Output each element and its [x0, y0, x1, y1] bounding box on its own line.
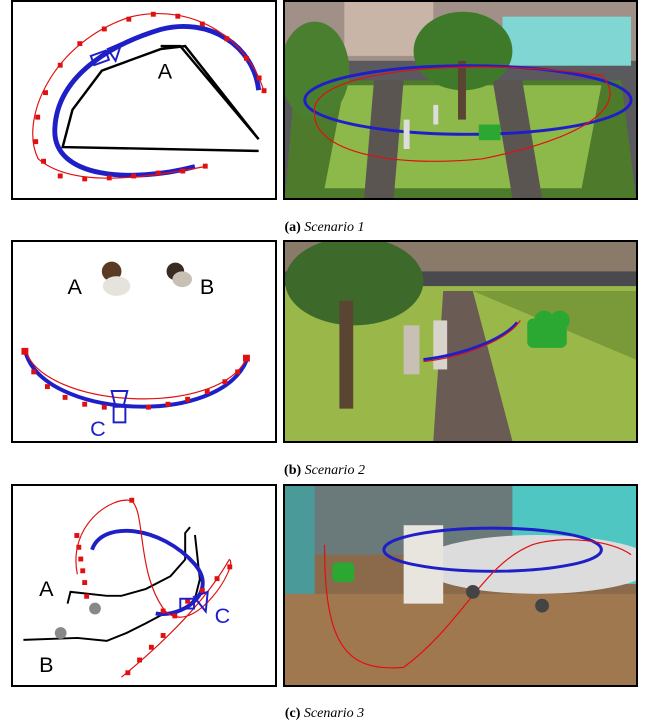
marker-a: A — [39, 576, 54, 601]
sampled-camera-path — [75, 499, 232, 678]
sampled-path-points — [74, 497, 233, 676]
scenario-2-rendered-scene — [285, 242, 636, 441]
caption-b-label: (b) — [284, 463, 302, 478]
camera-model — [478, 124, 501, 141]
actor-a-figure — [89, 602, 101, 615]
camera-icon — [110, 390, 129, 424]
marker-c: C — [90, 416, 106, 441]
caption-b-title: Scenario 2 — [304, 463, 365, 478]
marker-b: B — [39, 652, 53, 677]
actor-a-path — [61, 44, 260, 153]
sampled-path-points — [33, 11, 267, 182]
marker-b: B — [200, 274, 214, 299]
scenario-2-trajectory-diagram: A B C — [21, 261, 250, 441]
actor-a-path — [66, 526, 191, 604]
planned-camera-path — [90, 528, 205, 617]
sampled-path-points — [21, 347, 250, 410]
scenario-3-rendered-scene — [285, 486, 636, 685]
scenario-3-topdown-plot: A B C — [11, 484, 277, 687]
scenario-1-render — [283, 0, 638, 200]
caption-b: (b) Scenario 2 — [0, 463, 649, 479]
caption-c-label: (c) — [284, 706, 301, 721]
scenario-2-render — [283, 240, 638, 443]
marker-a: A — [158, 58, 173, 83]
camera-icon — [179, 590, 209, 614]
caption-c: (c) Scenario 3 — [0, 706, 649, 722]
scenario-3-render — [283, 484, 638, 687]
caption-a-label: (a) — [284, 220, 301, 235]
actor-a-figure — [101, 261, 131, 296]
sampled-camera-path — [24, 349, 248, 400]
caption-a-title: Scenario 1 — [304, 220, 365, 235]
marker-c: C — [215, 603, 231, 628]
actor-b-path — [23, 534, 201, 642]
actor-b-figure — [54, 627, 67, 639]
scenario-1-rendered-scene — [285, 2, 636, 198]
camera-model — [332, 562, 355, 583]
caption-a: (a) Scenario 1 — [0, 220, 649, 236]
marker-a: A — [68, 274, 83, 299]
scenario-3-trajectory-diagram: A B C — [23, 497, 233, 678]
scenario-2-topdown-plot: A B C — [11, 240, 277, 443]
scenario-1-topdown-plot: A — [11, 0, 277, 200]
scenario-1-trajectory-diagram: A — [32, 11, 267, 182]
actor-b-figure — [166, 262, 193, 288]
caption-c-title: Scenario 3 — [303, 706, 365, 721]
planned-camera-path — [23, 351, 249, 409]
camera-icon — [89, 41, 124, 67]
planned-camera-path — [52, 24, 262, 178]
